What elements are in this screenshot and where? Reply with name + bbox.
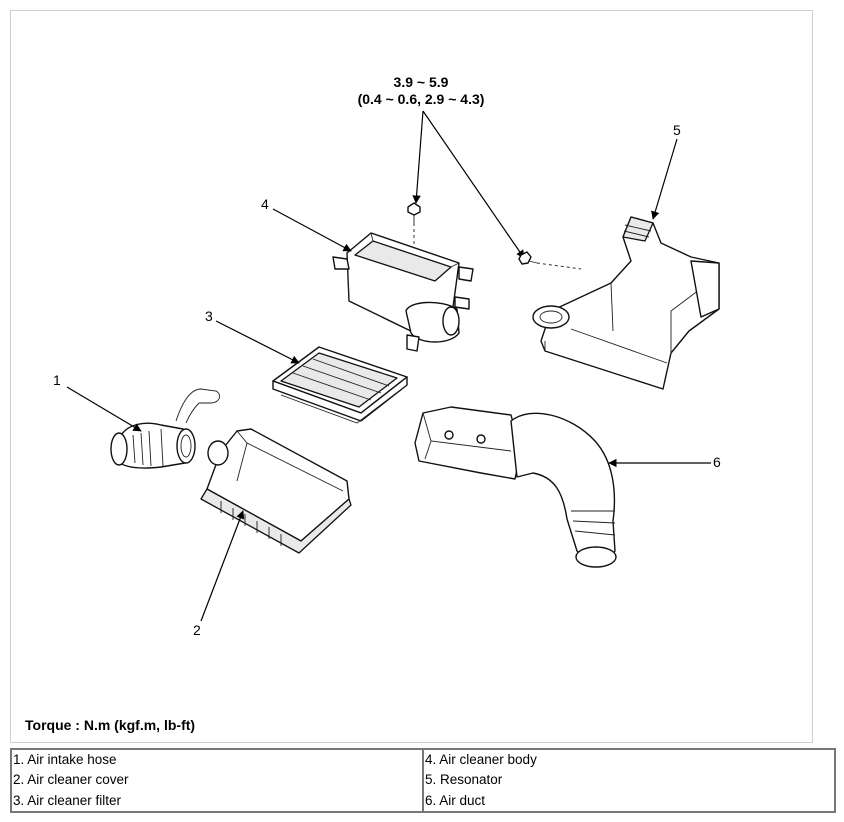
legend-item: 4. Air cleaner body: [422, 749, 836, 771]
legend-item: 3. Air cleaner filter: [10, 790, 424, 812]
callout-6: 6: [713, 454, 721, 470]
air-cleaner-filter-illustration: [272, 346, 408, 424]
table-row: 2. Air cleaner cover 5. Resonator: [10, 770, 836, 791]
callout-5: 5: [673, 122, 681, 138]
legend-item: 6. Air duct: [422, 790, 836, 812]
air-duct-illustration: [414, 406, 617, 568]
table-row: 1. Air intake hose 4. Air cleaner body: [10, 749, 836, 771]
legend-item: 5. Resonator: [422, 770, 836, 791]
callout-3: 3: [205, 308, 213, 324]
torque-value: 3.9 ~ 5.9: [394, 74, 449, 90]
leader-1: [66, 386, 142, 432]
torque-units-note: Torque : N.m (kgf.m, lb-ft): [25, 717, 196, 733]
callout-4: 4: [261, 196, 269, 212]
leader-3: [215, 320, 300, 364]
leader-5: [651, 138, 678, 220]
legend-item: 2. Air cleaner cover: [10, 770, 424, 791]
callout-2: 2: [193, 622, 201, 638]
parts-legend-table: 1. Air intake hose 4. Air cleaner body 2…: [10, 748, 836, 813]
torque-leader-left: [412, 110, 424, 204]
leader-2: [200, 510, 245, 622]
air-cleaner-body-illustration: [332, 232, 474, 352]
air-intake-hose-illustration: [110, 388, 221, 469]
table-row: 3. Air cleaner filter 6. Air duct: [10, 790, 836, 812]
torque-value-alt-units: (0.4 ~ 0.6, 2.9 ~ 4.3): [358, 91, 485, 107]
torque-leader-right: [422, 110, 525, 259]
leader-4: [272, 208, 352, 252]
exploded-diagram: 3.9 ~ 5.9 (0.4 ~ 0.6, 2.9 ~ 4.3) 1: [10, 10, 813, 743]
bolt-resonator: [518, 251, 582, 270]
resonator-illustration: [532, 216, 720, 390]
callout-1: 1: [53, 372, 61, 388]
air-cleaner-cover-illustration: [200, 428, 352, 554]
legend-item: 1. Air intake hose: [10, 749, 424, 771]
